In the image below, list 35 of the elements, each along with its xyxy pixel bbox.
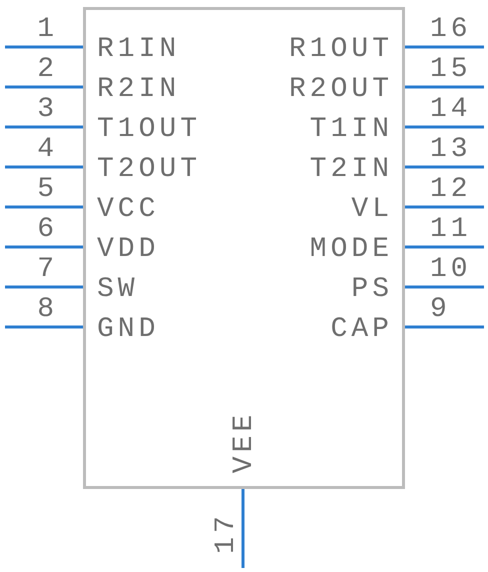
pin-number: 17	[212, 511, 242, 556]
pin-number: 9	[430, 295, 451, 325]
pin-number: 14	[430, 95, 472, 125]
pin-number: 8	[37, 295, 58, 325]
pin-name: T2IN	[310, 155, 393, 185]
chip-body	[83, 7, 405, 489]
pin-name: GND	[97, 315, 160, 345]
pin-name: VCC	[97, 195, 160, 225]
pin-name: R2IN	[97, 75, 180, 105]
pin-number: 3	[37, 95, 58, 125]
pin-number: 1	[37, 15, 58, 45]
pin-number: 10	[430, 255, 472, 285]
pin-name: T1IN	[310, 115, 393, 145]
pin-number: 11	[430, 215, 472, 245]
pin-name: R2OUT	[288, 75, 393, 105]
pin-number: 2	[37, 55, 58, 85]
pin-number: 6	[37, 215, 58, 245]
pin-name: R1IN	[97, 35, 180, 65]
pin-number: 7	[37, 255, 58, 285]
pin-name: SW	[97, 275, 139, 305]
pin-number: 15	[430, 55, 472, 85]
pin-name: R1OUT	[288, 35, 393, 65]
pin-number: 4	[37, 135, 58, 165]
pin-number: 13	[430, 135, 472, 165]
pin-name: VEE	[230, 407, 260, 477]
pin-number: 5	[37, 175, 58, 205]
pin-name: VDD	[97, 235, 160, 265]
pin-name: MODE	[310, 235, 393, 265]
pin-number: 16	[430, 15, 472, 45]
pin-name: PS	[351, 275, 393, 305]
pin-number: 12	[430, 175, 472, 205]
pin-name: CAP	[330, 315, 393, 345]
pin-name: VL	[351, 195, 393, 225]
pin-name: T2OUT	[97, 155, 202, 185]
pin-name: T1OUT	[97, 115, 202, 145]
